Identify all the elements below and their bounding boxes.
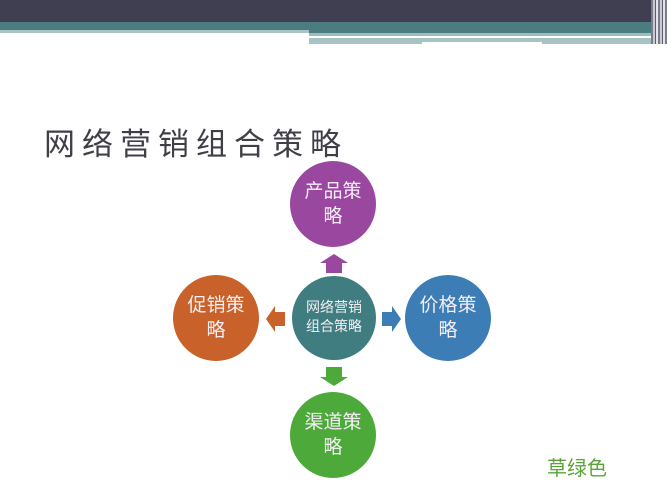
center-node-marketing-mix: 网络营销组合策略 [292, 276, 376, 360]
header-band-right [309, 30, 667, 33]
header-band-right-stripe-2 [309, 38, 667, 44]
node-promotion-strategy: 促销策略 [173, 275, 259, 361]
node-price-strategy: 价格策略 [405, 275, 491, 361]
header-band-dark [0, 0, 667, 22]
arrow-up-icon [320, 254, 348, 273]
header-band-right-gap [310, 36, 485, 38]
node-label: 价格策略 [419, 294, 477, 341]
node-product-strategy: 产品策略 [290, 161, 376, 247]
arrow-right-icon [382, 306, 401, 332]
header-band-teal [0, 22, 667, 30]
node-label: 渠道策略 [304, 411, 362, 458]
center-label: 网络营销组合策略 [306, 300, 362, 335]
header-band-light [0, 30, 310, 33]
node-label: 产品策略 [304, 180, 362, 227]
arrow-left-icon [266, 306, 285, 332]
arrow-down-icon [320, 367, 348, 386]
node-label: 促销策略 [187, 294, 245, 341]
header-edge-strips [651, 0, 667, 44]
node-channel-strategy: 渠道策略 [290, 392, 376, 478]
header-band-right-cut [422, 42, 542, 45]
header-band-right-stripe [309, 33, 667, 36]
footer-note: 草绿色 [547, 456, 607, 480]
slide-title: 网络营销组合策略 [44, 126, 348, 163]
